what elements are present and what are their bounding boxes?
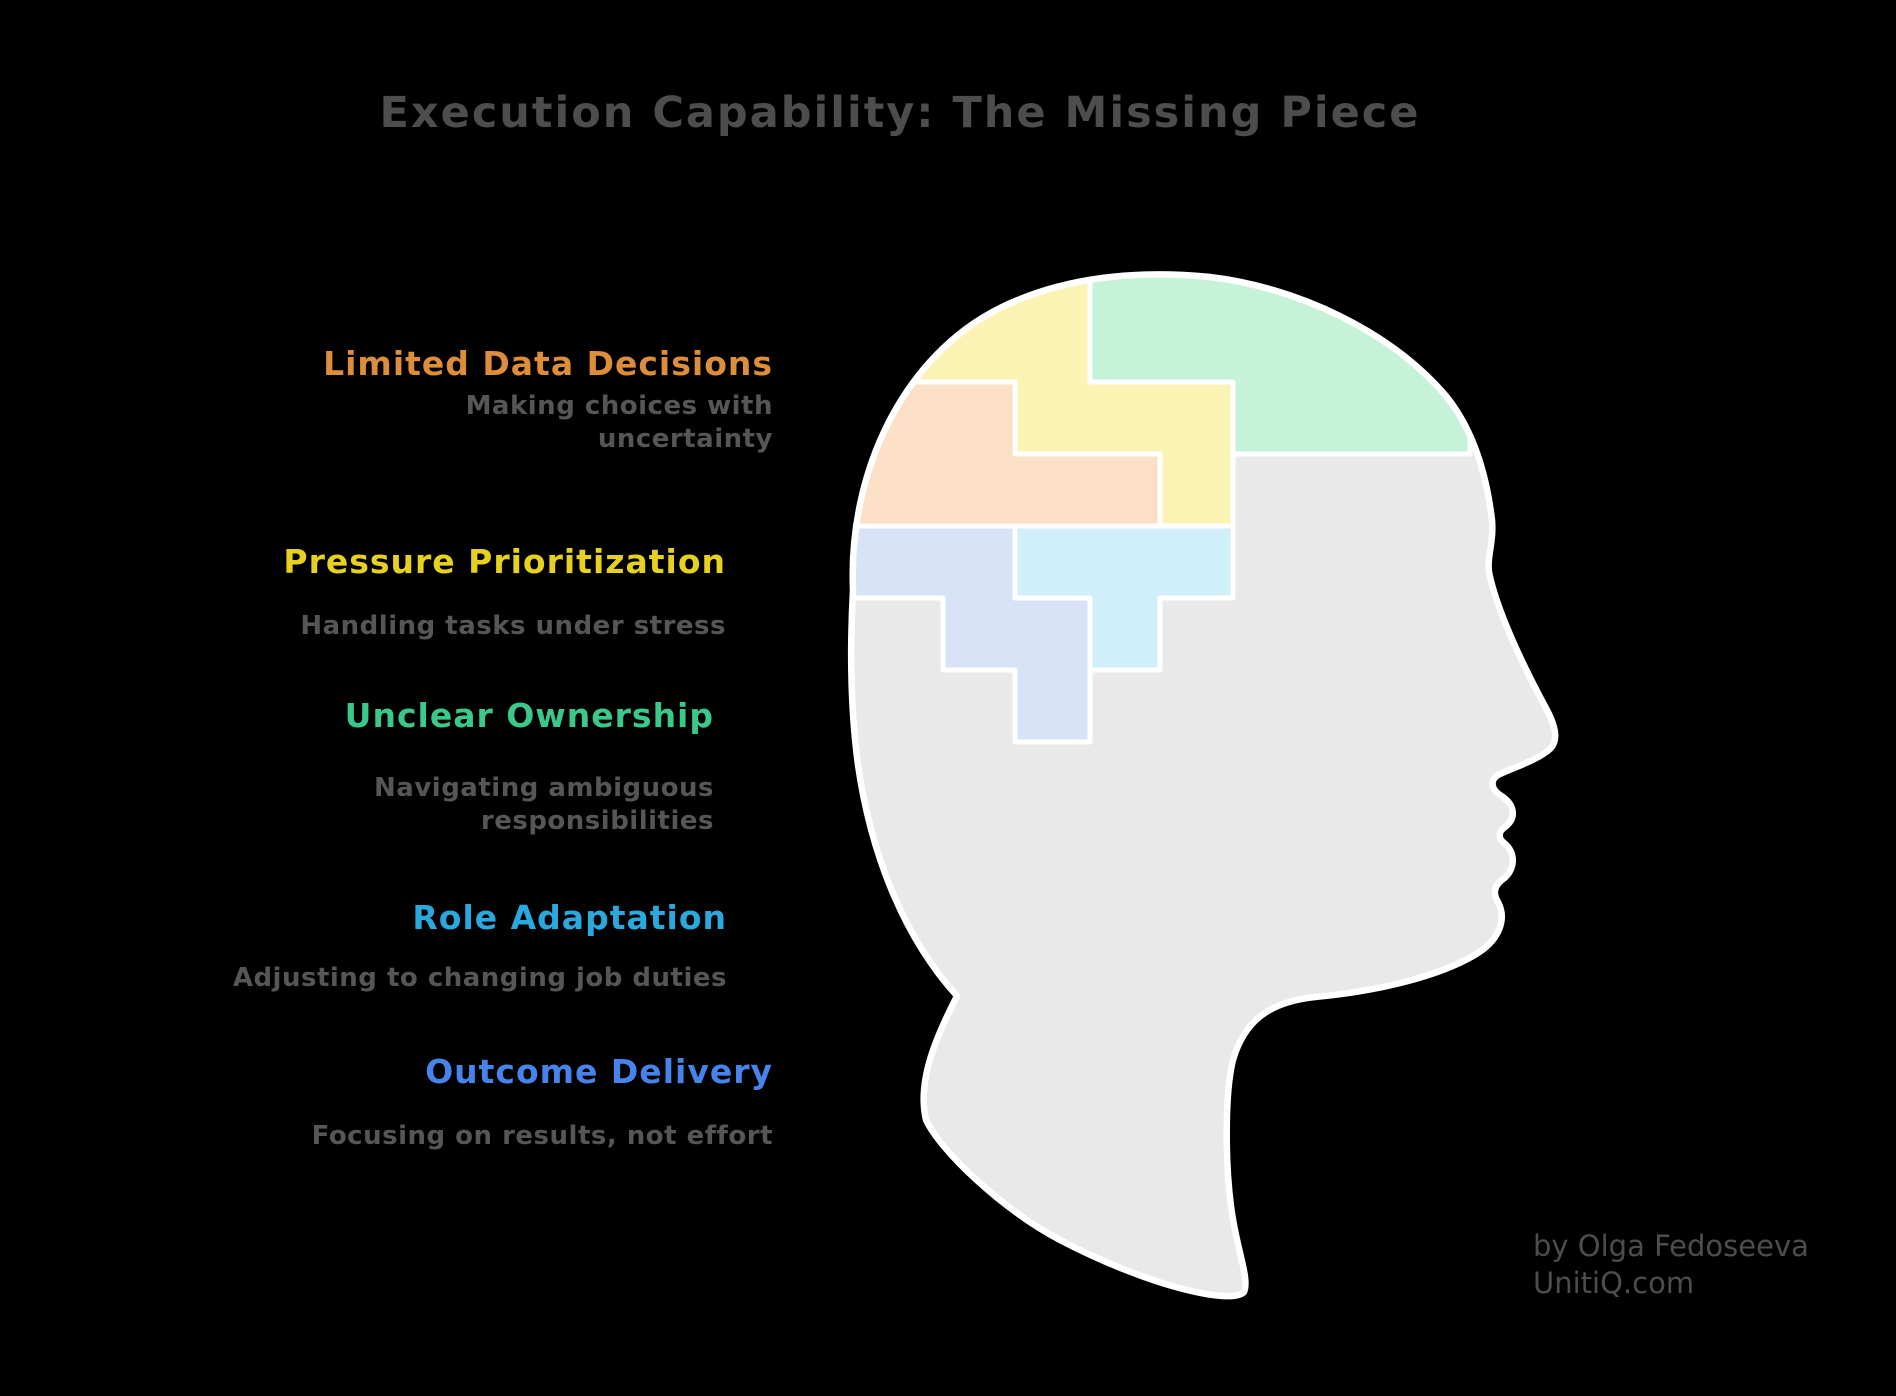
sublabel-limited-data-decisions: Making choices with uncertainty bbox=[465, 391, 773, 454]
head-outline bbox=[847, 271, 1559, 1300]
label-role-adaptation: Role Adaptation bbox=[412, 898, 727, 937]
puzzle-piece-orange bbox=[851, 379, 1163, 529]
author-credit: by Olga Fedoseeva UnitiQ.com bbox=[1533, 1229, 1809, 1300]
puzzle-piece-cyan bbox=[1012, 523, 1236, 673]
sublabel-pressure-prioritization: Handling tasks under stress bbox=[300, 611, 726, 641]
label-limited-data-decisions: Limited Data Decisions bbox=[323, 344, 773, 383]
sublabel-outcome-delivery: Focusing on results, not effort bbox=[311, 1121, 773, 1151]
sublabel-role-adaptation: Adjusting to changing job duties bbox=[232, 963, 727, 993]
sublabel-unclear-ownership: Navigating ambiguous responsibilities bbox=[374, 773, 714, 836]
label-pressure-prioritization: Pressure Prioritization bbox=[283, 542, 726, 581]
label-unclear-ownership: Unclear Ownership bbox=[344, 696, 714, 735]
page-title: Execution Capability: The Missing Piece bbox=[379, 88, 1421, 138]
label-outcome-delivery: Outcome Delivery bbox=[425, 1052, 773, 1091]
